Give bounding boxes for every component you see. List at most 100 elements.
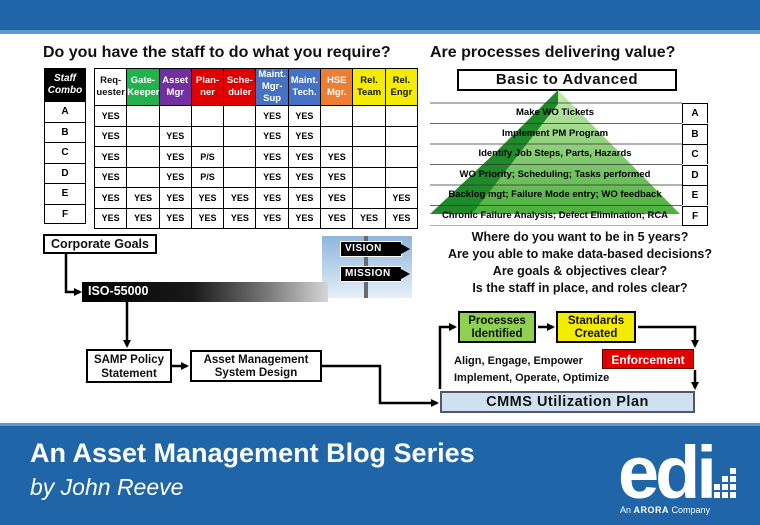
role-cell bbox=[158, 105, 192, 127]
role-cell: YES bbox=[320, 207, 354, 229]
ams-line2: System Design bbox=[214, 367, 298, 379]
role-header: Rel.Team bbox=[352, 68, 386, 106]
role-cell: YES bbox=[255, 105, 289, 127]
role-cell bbox=[126, 105, 160, 127]
staff-combo-c: C bbox=[45, 142, 85, 163]
top-band bbox=[0, 0, 760, 34]
role-cell bbox=[190, 105, 225, 127]
blog-author: by John Reeve bbox=[30, 474, 184, 500]
role-cell: YES bbox=[255, 166, 289, 188]
maturity-level-letter: A bbox=[682, 103, 708, 123]
role-header-line1: Sche- bbox=[226, 75, 253, 86]
role-cell: YES bbox=[287, 207, 322, 229]
role-header-line2: Team bbox=[356, 87, 382, 98]
maturity-level-letter: E bbox=[682, 185, 708, 205]
arrow-standards-to-enforcement bbox=[638, 325, 699, 348]
samp-line2: Statement bbox=[101, 368, 157, 380]
role-header-line1: Asset bbox=[162, 75, 189, 86]
maturity-level-text: WO Priority; Scheduling; Tasks performed bbox=[459, 168, 651, 180]
enforcement-box: Enforcement bbox=[602, 349, 694, 369]
samp-line1: SAMP Policy bbox=[93, 354, 165, 366]
maturity-level-text: Implement PM Program bbox=[501, 127, 609, 139]
processes-line1: Processes bbox=[468, 315, 526, 327]
role-header: Gate-Keeper bbox=[126, 68, 160, 106]
role-header: Plan-ner bbox=[190, 68, 225, 106]
role-header-line2: ner bbox=[200, 87, 215, 98]
role-header-line2: Tech. bbox=[292, 87, 317, 98]
vision-sign: VISION bbox=[340, 241, 410, 257]
role-cell: YES bbox=[287, 166, 322, 188]
standards-created-box: Standards Created bbox=[556, 311, 636, 343]
maturity-level-letter: B bbox=[682, 123, 708, 144]
role-cell: YES bbox=[320, 146, 354, 168]
logo-sub-suffix: Company bbox=[671, 505, 711, 515]
role-cell bbox=[352, 166, 386, 188]
mission-sign: MISSION bbox=[340, 266, 410, 282]
role-cell: YES bbox=[223, 207, 257, 229]
role-cell bbox=[223, 146, 257, 168]
role-cell: YES bbox=[352, 207, 386, 229]
role-cell bbox=[223, 166, 257, 188]
role-header: Req-uester bbox=[93, 68, 128, 106]
role-header-line2: Mgr. bbox=[326, 87, 347, 98]
role-cell: YES bbox=[93, 146, 128, 168]
staff-combo-header: Staff Combo bbox=[45, 69, 85, 101]
reflection-question: Is the staff in place, and roles clear? bbox=[472, 281, 688, 295]
role-header-line2: Mgr bbox=[166, 87, 184, 98]
maturity-level-letter: C bbox=[682, 144, 708, 164]
logo-grid-icon bbox=[714, 468, 736, 498]
maturity-triangle bbox=[430, 90, 682, 226]
role-header-line2: Engr bbox=[390, 87, 413, 98]
role-header-line1: Plan- bbox=[195, 75, 220, 86]
role-header-line2: duler bbox=[228, 87, 252, 98]
standards-line1: Standards bbox=[567, 315, 625, 327]
asset-management-system-box: Asset Management System Design bbox=[190, 350, 322, 382]
iso-55000-bar: ISO-55000 bbox=[82, 282, 328, 302]
staff-combo-f: F bbox=[45, 203, 85, 225]
edi-logo-text: edi bbox=[618, 438, 713, 506]
maturity-level-text: Chronic Failure Analysis; Defect Elimina… bbox=[441, 209, 669, 221]
role-header-line1: Maint. bbox=[258, 69, 286, 80]
role-header: Sche-duler bbox=[223, 68, 257, 106]
reflection-question: Are you able to make data-based decision… bbox=[448, 247, 712, 261]
blog-series-title: An Asset Management Blog Series bbox=[30, 438, 475, 468]
role-cell: YES bbox=[384, 207, 419, 229]
role-cell bbox=[126, 166, 160, 188]
staff-combo-a: A bbox=[45, 101, 85, 122]
arrow-ams-to-cmms bbox=[322, 364, 439, 407]
logo-sub-brand: ARORA bbox=[633, 505, 670, 515]
role-cell: YES bbox=[320, 187, 354, 209]
processes-line2: Identified bbox=[471, 328, 523, 340]
iso-label: ISO-55000 bbox=[88, 284, 149, 298]
arrow-cmms-to-processes bbox=[438, 323, 457, 389]
align-text: Align, Engage, Empower bbox=[454, 355, 583, 367]
role-cell: YES bbox=[126, 207, 160, 229]
role-cell: YES bbox=[320, 166, 354, 188]
role-cell: YES bbox=[158, 146, 192, 168]
bottom-band bbox=[0, 423, 760, 525]
maturity-level-letter: D bbox=[682, 164, 708, 185]
role-cell bbox=[223, 105, 257, 127]
edi-logo: edi bbox=[618, 438, 736, 506]
role-cell: YES bbox=[93, 125, 128, 147]
role-cell bbox=[223, 125, 257, 147]
maturity-level-text: Backlog mgt; Failure Mode entry; WO feed… bbox=[448, 189, 662, 200]
role-cell: YES bbox=[287, 125, 322, 147]
role-cell bbox=[190, 125, 225, 147]
role-cell bbox=[126, 125, 160, 147]
role-header-line2: Mgr-Sup bbox=[261, 81, 283, 104]
role-header-line1: HSE bbox=[326, 75, 347, 86]
corporate-goals-box: Corporate Goals bbox=[43, 234, 157, 254]
role-cell: YES bbox=[287, 187, 322, 209]
role-header-line2: Keeper bbox=[127, 87, 160, 98]
role-header-line1: Maint. bbox=[290, 75, 319, 86]
staff-combo-e: E bbox=[45, 183, 85, 204]
role-cell: YES bbox=[93, 166, 128, 188]
role-cell: YES bbox=[158, 125, 192, 147]
role-cell: YES bbox=[384, 187, 419, 209]
